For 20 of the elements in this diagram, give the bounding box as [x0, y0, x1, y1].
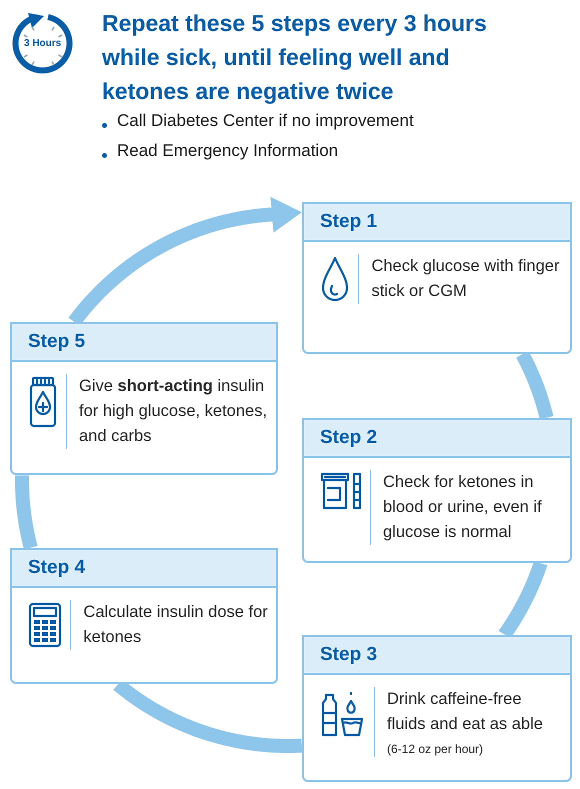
step-text: Give short-acting insulin for high glucose, ketones, and carbs [79, 376, 268, 447]
step-text: Drink caffeine-free fluids and eat as able [387, 689, 544, 735]
bullet-text: Call Diabetes Center if no improvement [117, 110, 414, 132]
step-heading: Step 1 [320, 210, 378, 234]
step-heading: Step 2 [320, 426, 378, 450]
step-text: Check glucose with finger stick or CGM [371, 256, 560, 302]
step-heading: Step 4 [28, 556, 86, 580]
step-heading: Step 5 [28, 330, 86, 354]
step-text: Check for ketones in blood or urine, even if glucose is normal [383, 472, 543, 543]
step-card [10, 322, 278, 475]
step-card [302, 635, 572, 782]
bullet-text: Read Emergency Information [117, 140, 338, 162]
step-card [302, 202, 572, 354]
title: Repeat these 5 steps every 3 hours while sick, until feeling well and ketones are negative twice [102, 9, 488, 106]
clock-label: 3 Hours [24, 39, 62, 49]
step-card [302, 418, 572, 563]
step-text: Calculate insulin dose for ketones [83, 602, 268, 648]
step-note: (6-12 oz per hour) [387, 741, 484, 757]
step-heading: Step 3 [320, 642, 378, 667]
step-card [10, 548, 278, 684]
